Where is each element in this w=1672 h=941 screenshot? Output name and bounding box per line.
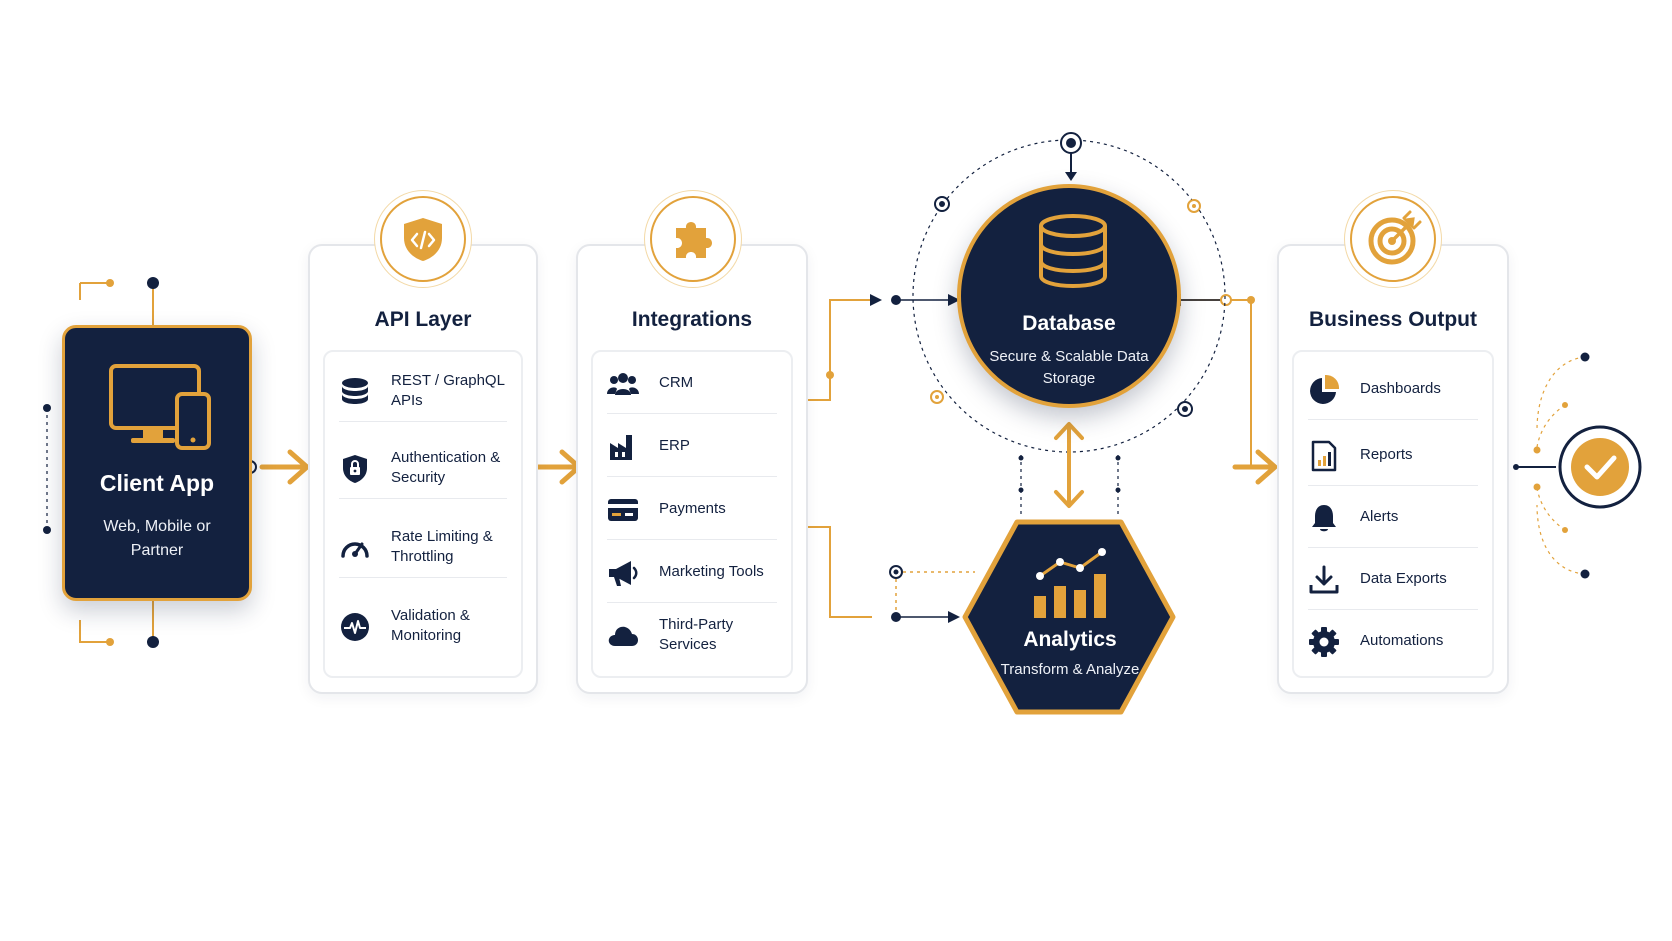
- report-icon: [1311, 440, 1337, 472]
- item-label: Data Exports: [1360, 570, 1447, 587]
- list-item: Payments: [593, 478, 791, 540]
- item-label: Automations: [1360, 632, 1444, 649]
- list-item: Alerts: [1294, 486, 1492, 548]
- lock-shield-icon: [343, 455, 367, 483]
- divider: [1308, 485, 1478, 486]
- business-output-list: Dashboards Reports Alerts: [1292, 350, 1494, 678]
- api-layer-title: API Layer: [374, 308, 472, 331]
- bell-icon: [1312, 505, 1336, 532]
- divider: [1308, 609, 1478, 610]
- database-title: Database: [1022, 312, 1116, 335]
- divider: [607, 602, 777, 603]
- item-label: Payments: [659, 500, 726, 517]
- integrations-badge: [650, 196, 736, 282]
- list-item: Validation & Monitoring: [325, 595, 521, 657]
- megaphone-icon: [609, 561, 638, 586]
- devices-icon: [109, 364, 211, 450]
- check-circle-icon: [1571, 438, 1629, 496]
- code-shield-icon: [404, 218, 442, 261]
- analytics-title: Analytics: [1023, 628, 1117, 651]
- divider: [1308, 419, 1478, 420]
- integrations-list: CRM ERP Payments: [591, 350, 793, 678]
- list-item: Reports: [1294, 424, 1492, 486]
- item-label: Alerts: [1360, 508, 1399, 525]
- divider: [607, 476, 777, 477]
- analytics-hexagon: [962, 519, 1176, 715]
- item-label: Dashboards: [1360, 380, 1441, 397]
- item-label: REST / GraphQL APIs: [391, 372, 505, 409]
- gear-icon: [1309, 627, 1339, 657]
- client-app-title: Client App: [99, 470, 215, 496]
- database-icon: [1039, 214, 1107, 289]
- item-label: Reports: [1360, 446, 1413, 463]
- analytics-label: Analytics Transform & Analyze: [970, 628, 1170, 682]
- item-label: Authentication & Security: [391, 449, 501, 486]
- factory-icon: [610, 435, 632, 460]
- client-app-card: Client App Web, Mobile or Partner: [62, 325, 252, 601]
- bar-chart-trend-icon: [1034, 548, 1106, 618]
- database-subtitle: Secure & Scalable Data Storage: [989, 348, 1149, 387]
- api-layer-panel: API Layer REST / GraphQL APIs Authen: [308, 244, 538, 694]
- users-icon: [607, 373, 639, 395]
- item-label: Rate Limiting & Throttling: [391, 528, 493, 565]
- cloud-icon: [608, 626, 638, 646]
- credit-card-icon: [608, 499, 638, 521]
- puzzle-icon: [676, 222, 712, 258]
- divider: [607, 413, 777, 414]
- download-icon: [1309, 565, 1339, 594]
- integrations-panel: Integrations CRM ERP: [576, 244, 808, 694]
- item-label: Third-Party Services: [659, 616, 734, 653]
- list-item: Data Exports: [1294, 548, 1492, 610]
- list-item: CRM: [593, 352, 791, 414]
- api-layer-badge: [380, 196, 466, 282]
- client-app-subtitle: Web, Mobile or Partner: [103, 518, 211, 559]
- list-item: Rate Limiting & Throttling: [325, 516, 521, 578]
- item-label: Validation & Monitoring: [391, 607, 470, 644]
- divider: [339, 577, 507, 578]
- database-stack-icon: [342, 378, 368, 404]
- business-output-title: Business Output: [1308, 308, 1477, 331]
- item-label: ERP: [659, 437, 690, 454]
- list-item: Third-Party Services: [593, 604, 791, 666]
- business-output-panel: Business Output Dashboards Reports: [1277, 244, 1509, 694]
- divider: [339, 498, 507, 499]
- business-output-badge: [1350, 196, 1436, 282]
- list-item: Automations: [1294, 610, 1492, 672]
- item-label: CRM: [659, 374, 694, 391]
- divider: [607, 539, 777, 540]
- analytics-subtitle: Transform & Analyze: [1000, 661, 1140, 678]
- list-item: Marketing Tools: [593, 541, 791, 603]
- speedometer-icon: [341, 542, 369, 558]
- pie-chart-icon: [1310, 374, 1340, 404]
- list-item: ERP: [593, 415, 791, 477]
- pulse-icon: [341, 613, 369, 641]
- list-item: REST / GraphQL APIs: [325, 360, 521, 422]
- target-icon: [1368, 210, 1422, 265]
- api-layer-list: REST / GraphQL APIs Authentication & Sec…: [323, 350, 523, 678]
- item-label: Marketing Tools: [659, 563, 764, 580]
- divider: [339, 421, 507, 422]
- integrations-title: Integrations: [631, 308, 753, 331]
- database-node: Database Secure & Scalable Data Storage: [957, 184, 1181, 408]
- list-item: Authentication & Security: [325, 437, 521, 499]
- divider: [1308, 547, 1478, 548]
- list-item: Dashboards: [1294, 358, 1492, 420]
